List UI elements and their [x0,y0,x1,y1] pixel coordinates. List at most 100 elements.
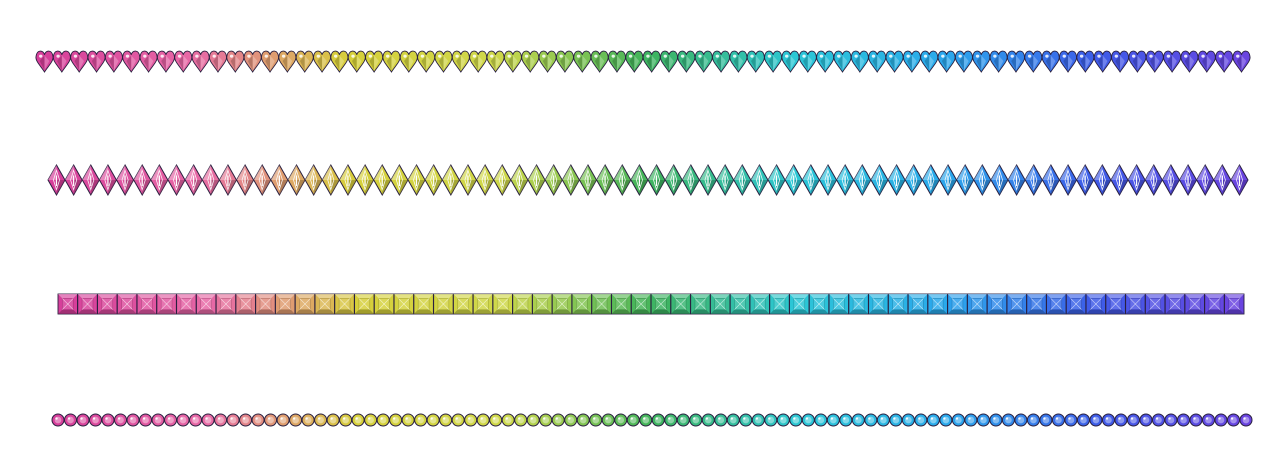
circle-gem [414,413,428,427]
heart-gem [989,50,1008,73]
diamond-gem [356,163,375,197]
heart-gem [174,50,193,73]
circle-gem [1039,413,1053,427]
circle-gem [964,413,978,427]
diamond-gem [1161,163,1180,197]
square-gem [413,293,434,315]
diamond-gem-border [47,163,1249,197]
heart-gem [677,50,696,73]
heart-gem [313,50,332,73]
square-gem [887,293,909,315]
heart-gem [451,50,470,73]
square-gem [927,293,948,315]
square-gem [611,293,632,315]
heart-gem [347,50,366,73]
square-gem [275,293,296,315]
square-gem [156,293,177,315]
circle-gem-border [51,413,1253,427]
diamond-gem [390,163,409,197]
square-gem [1164,293,1186,315]
heart-gem [1232,50,1251,73]
square-gem [967,293,988,315]
square-gem [393,293,415,315]
heart-gem [920,50,939,73]
square-gem [947,293,968,315]
diamond-gem [47,163,66,197]
circle-gem [1064,413,1078,427]
circle-gem [701,413,715,427]
diamond-gem [1178,163,1198,197]
circle-gem [1189,413,1203,427]
square-gem [195,293,217,315]
heart-gem [608,50,626,73]
diamond-gem [1007,163,1026,197]
circle-gem [639,413,653,427]
heart-gem [122,50,141,73]
diamond-gem [338,163,358,197]
diamond-gem [698,163,718,197]
circle-gem [151,413,165,427]
circle-gem [326,413,340,427]
diamond-gem [133,163,152,197]
circle-gem [589,413,603,427]
diamond-gem [647,163,666,197]
circle-gem [1126,413,1140,427]
circle-gem [189,413,203,427]
circle-gem [439,413,453,427]
heart-gem [954,50,973,73]
square-gem [373,293,395,315]
heart-gem [1145,50,1164,73]
square-gem [1006,293,1027,315]
square-gem [57,293,78,315]
square-gem [986,293,1008,315]
heart-gem [712,50,731,73]
heart-gem [538,50,557,73]
heart-gem [104,50,123,73]
circle-gem [889,413,903,427]
heart-gem [486,50,505,73]
circle-gem [951,413,965,427]
square-gem [729,293,751,315]
diamond-gem [287,163,306,197]
heart-gem [226,50,245,73]
heart-gem [885,50,904,73]
circle-gem [1001,413,1015,427]
diamond-gem [613,163,632,197]
circle-gem [551,413,565,427]
circle-gem [926,413,940,427]
circle-gem [876,413,890,427]
square-gem [334,293,355,315]
circle-gem [851,413,865,427]
heart-gem [1007,50,1025,73]
circle-gem [664,413,678,427]
heart-gem [660,50,678,73]
circle-gem [401,413,415,427]
diamond-gem [561,163,580,197]
diamond-gem [1127,163,1146,197]
circle-gem [201,413,215,427]
heart-gem [417,50,436,73]
heart-gem [503,50,522,73]
circle-gem [1226,413,1240,427]
heart-gem [1059,50,1077,73]
circle-gem [576,413,590,427]
circle-gem [89,413,103,427]
circle-gem [814,413,828,427]
diamond-gem [1110,163,1129,197]
square-gem [1204,293,1225,315]
heart-gem [1197,50,1216,73]
circle-gem [989,413,1003,427]
circle-gem [264,413,278,427]
square-gem [591,293,612,315]
circle-gem [364,413,378,427]
heart-gem [261,50,279,73]
circle-gem [214,413,228,427]
circle-gem [539,413,553,427]
diamond-gem [1058,163,1078,197]
circle-gem [276,413,290,427]
circle-gem [176,413,190,427]
heart-gem [1163,50,1182,73]
circle-gem [464,413,478,427]
circle-gem [226,413,240,427]
square-gem [907,293,929,315]
